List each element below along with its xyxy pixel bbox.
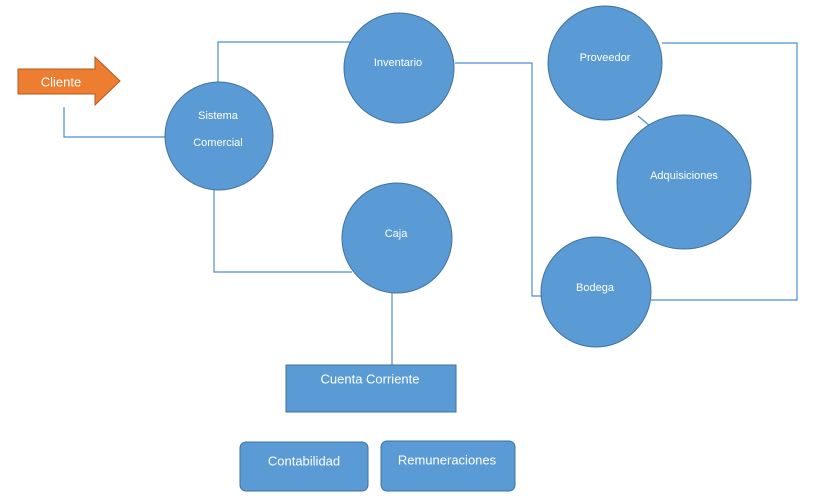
cliente-arrow-shape: [17, 55, 121, 107]
connectors: [63, 41, 798, 366]
sistema-comercial-label-line2: Comercial: [193, 137, 243, 149]
cuenta-corriente-label: Cuenta Corriente: [321, 371, 420, 386]
connector-proveedor-adquisiciones: [637, 115, 651, 127]
node-proveedor: Proveedor: [547, 5, 663, 121]
proveedor-label: Proveedor: [580, 52, 631, 64]
node-adquisiciones: Adquisiciones: [616, 114, 752, 250]
node-cuenta-corriente: Cuenta Corriente: [285, 364, 457, 413]
node-inventario: Inventario: [343, 12, 455, 124]
connector-cliente-sistema: [63, 107, 165, 138]
connector-sistema-caja: [213, 190, 352, 273]
connector-inventario-bodega: [455, 62, 542, 297]
node-contabilidad: Contabilidad: [239, 441, 369, 492]
inventario-label: Inventario: [374, 57, 422, 69]
cliente-label: Cliente: [41, 74, 81, 89]
node-caja: Caja: [341, 182, 453, 294]
adquisiciones-label: Adquisiciones: [650, 170, 718, 182]
contabilidad-label: Contabilidad: [268, 453, 340, 468]
remuneraciones-label: Remuneraciones: [398, 452, 497, 467]
node-remuneraciones: Remuneraciones: [380, 440, 516, 492]
sistema-comercial-label-line1: Sistema: [198, 110, 239, 122]
bodega-label: Bodega: [576, 282, 615, 294]
connector-sistema-inventario: [217, 41, 365, 82]
caja-label: Caja: [385, 228, 409, 240]
cliente-arrow: Cliente: [17, 55, 121, 107]
node-sistema-comercial: Sistema Comercial: [164, 81, 274, 191]
node-bodega: Bodega: [540, 236, 652, 348]
connector-proveedor-bodega: [651, 42, 798, 301]
